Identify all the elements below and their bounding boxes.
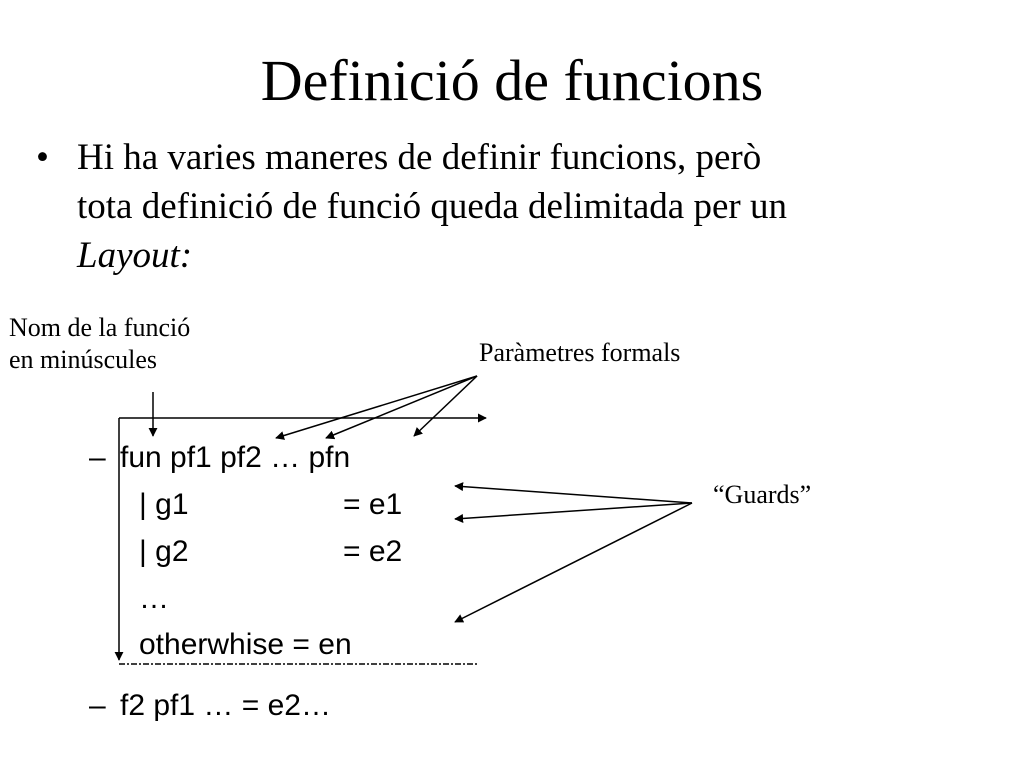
code-otherwise-line: otherwhise = en (139, 628, 352, 661)
code-expression-1: = e1 (343, 488, 403, 521)
code-function-header: fun pf1 pf2 … pfn (120, 441, 351, 474)
guard-arrow-2 (454, 502, 693, 523)
annotation-guards: “Guards” (713, 480, 812, 509)
code-guard-2: | g2 (139, 535, 189, 568)
code-ellipsis: … (139, 582, 169, 615)
code-second-function: f2 pf1 … = e2… (120, 689, 331, 722)
annotation-formal-parameters: Paràmetres formals (479, 338, 681, 367)
sub-bullet-dash-2: – (89, 689, 106, 722)
annotation-function-name-line-2: en minúscules (9, 345, 158, 374)
bullet-text-line-1: Hi ha varies maneres de definir funcions… (77, 137, 762, 178)
param-arrow-3 (413, 375, 478, 437)
annotation-function-name-line-1: Nom de la funció (9, 313, 191, 342)
param-arrow-2 (325, 375, 478, 440)
bullet-text-line-3: Layout: (77, 235, 193, 276)
bullet-symbol: • (36, 137, 49, 178)
bullet-text-line-2: tota definició de funció queda delimitad… (77, 186, 787, 227)
code-expression-2: = e2 (343, 535, 403, 568)
guard-arrow-1 (454, 482, 693, 504)
guard-arrow-3 (454, 502, 693, 623)
annotation-function-name: Nom de la funció en minúscules (9, 312, 190, 376)
slide-title: Definició de funcions (260, 48, 764, 113)
sub-bullet-dash-1: – (89, 441, 106, 474)
param-arrow-1 (275, 375, 478, 440)
code-guard-1: | g1 (139, 488, 189, 521)
